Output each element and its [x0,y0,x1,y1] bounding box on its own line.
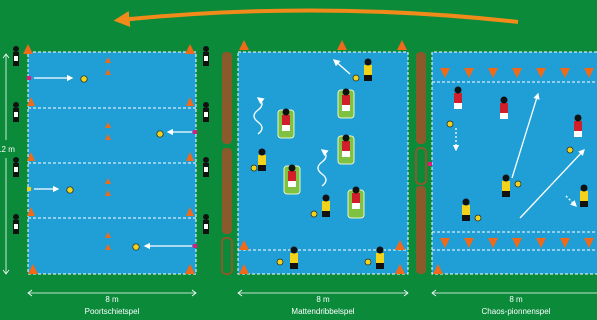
panel-title: Poortschietspel [85,307,140,316]
panel-title: Chaos-pionnenspel [482,307,551,316]
panel-title: Mattendribbelspel [291,307,354,316]
panel-chaos-pionnenspel: 8 m Chaos-pionnenspel [416,52,597,316]
width-label: 8 m [105,295,119,304]
benches-2 [222,52,232,274]
width-label: 8 m [509,295,523,304]
width-label: 8 m [316,295,330,304]
panel-mattendribbelspel: 8 m Mattendribbelspel [222,40,408,316]
rotation-arrow [120,10,518,22]
benches-3 [416,52,426,274]
panel-poortschietspel: 12 m 8 m Poortschietspel [0,44,209,316]
height-label: 12 m [0,145,15,154]
